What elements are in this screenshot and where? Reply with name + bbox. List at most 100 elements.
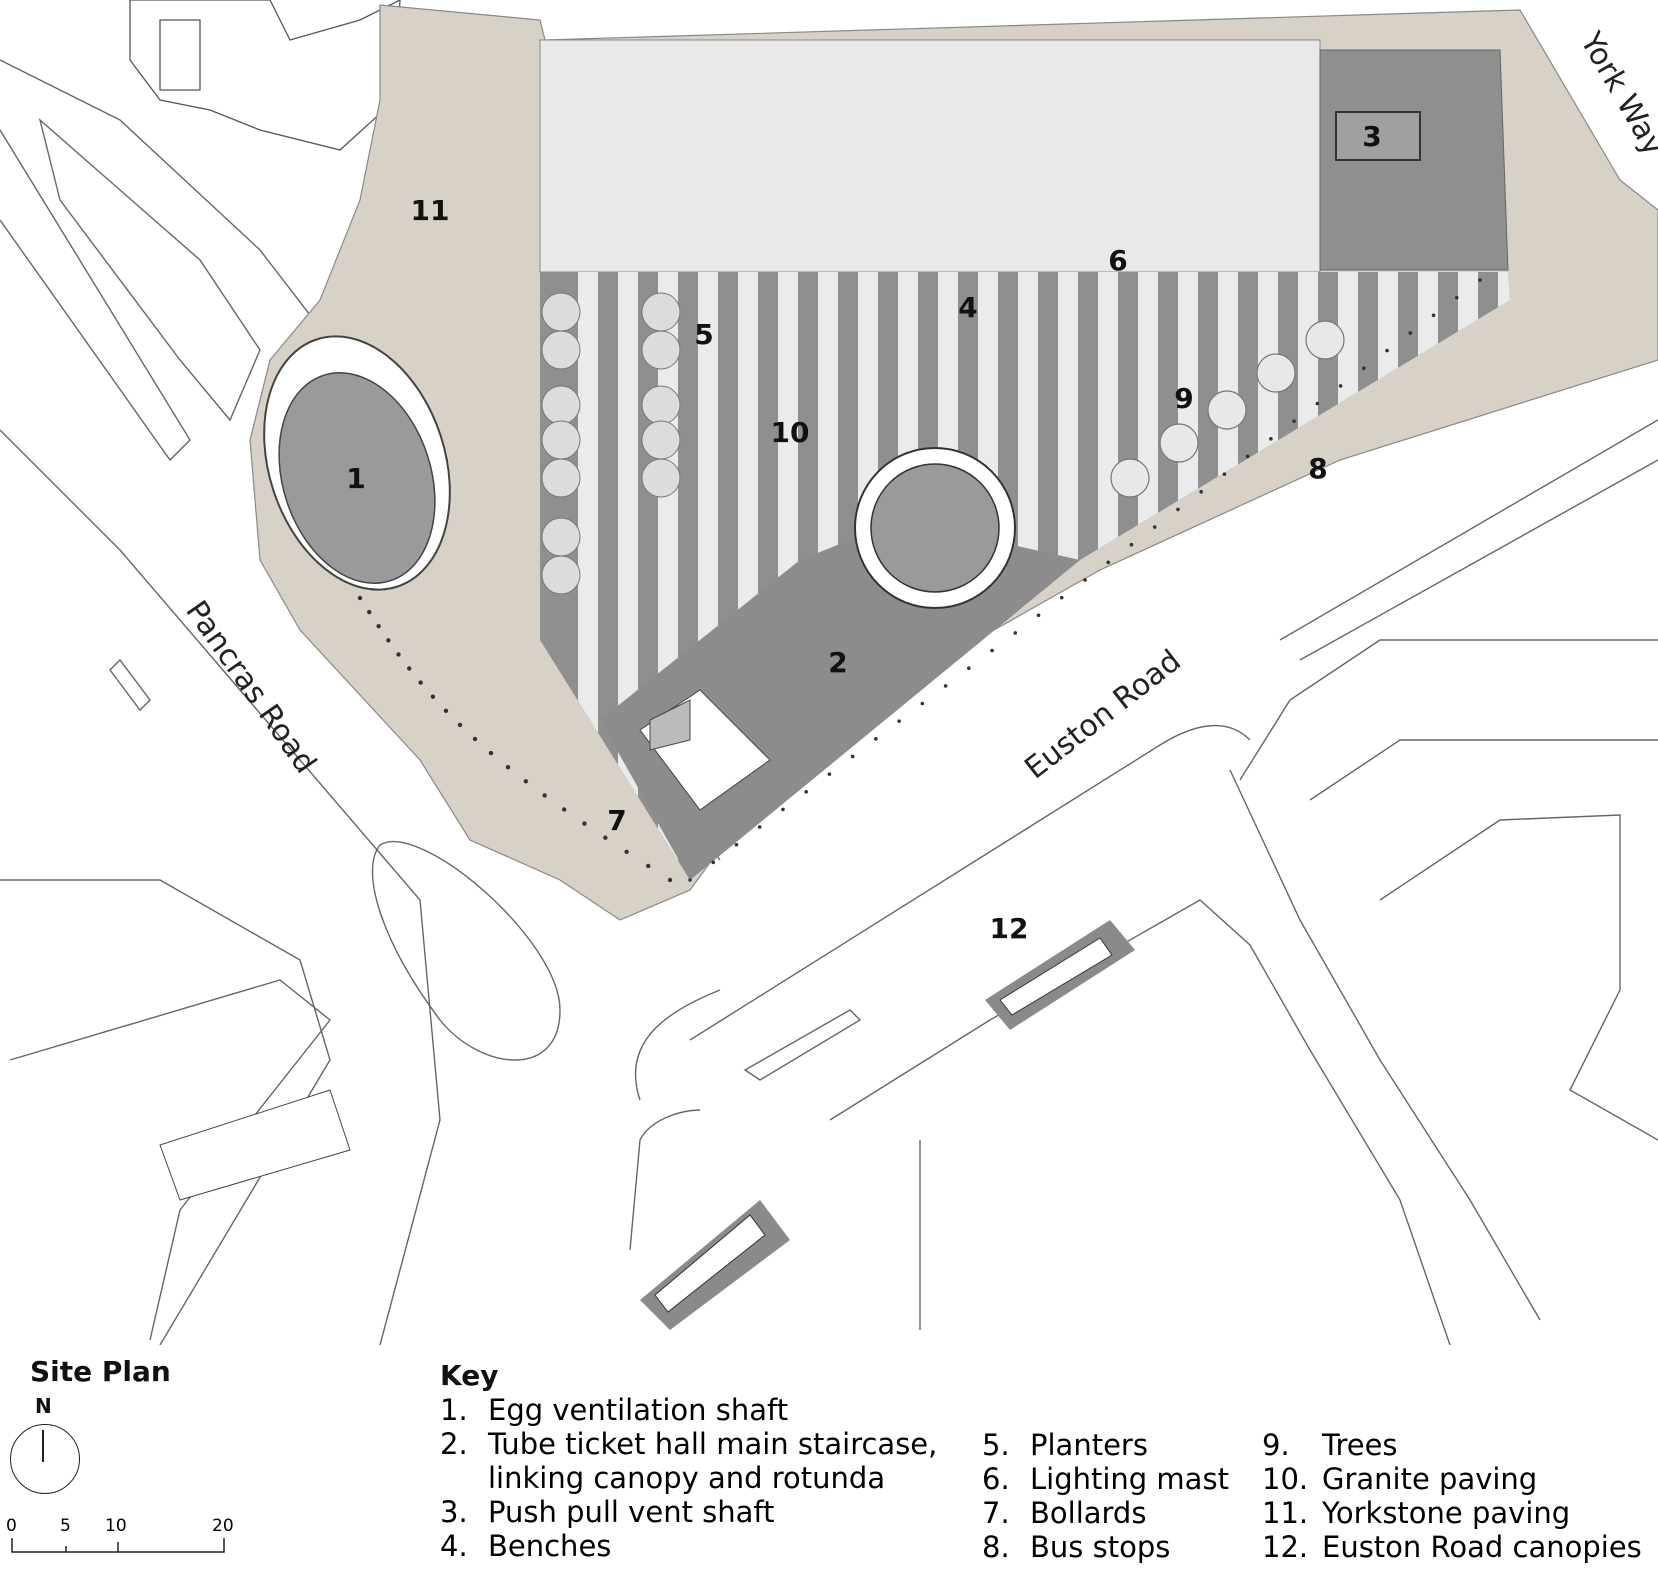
rotunda [854, 447, 1016, 609]
bollard [1362, 366, 1366, 371]
lower-canopy [640, 1200, 790, 1330]
bollard [1176, 507, 1180, 512]
bollard [1292, 419, 1296, 423]
bollard [418, 680, 423, 685]
bollard [1478, 278, 1482, 282]
planter [541, 292, 581, 332]
bollard [505, 765, 511, 770]
bollard [943, 684, 948, 688]
bollard [443, 708, 449, 713]
key-item: 5.Planters [982, 1428, 1148, 1462]
bollards [357, 278, 1482, 883]
bollard [472, 736, 478, 742]
main-staircase [639, 689, 771, 811]
euston-road-canopy [985, 920, 1135, 1030]
euston-road-label: Euston Road [1018, 643, 1187, 786]
granite-stripe [1338, 272, 1358, 880]
bollard [386, 638, 391, 643]
key-item: 3.Push pull vent shaft [440, 1495, 775, 1529]
bollard [1269, 437, 1273, 441]
bollard [407, 666, 412, 671]
key-item: 2.Tube ticket hall main staircase, [440, 1427, 938, 1461]
planter [641, 420, 681, 460]
granite-stripe [1298, 272, 1318, 880]
planter [541, 385, 581, 425]
bollard [1013, 631, 1018, 635]
planter [541, 458, 581, 498]
bollard [1106, 560, 1111, 565]
bollard [357, 595, 363, 601]
bollard [688, 878, 692, 882]
planter [641, 330, 681, 370]
planter [541, 420, 581, 460]
tree [1256, 353, 1296, 393]
granite-stripe [1218, 272, 1238, 880]
key-item: 8.Bus stops [982, 1530, 1171, 1564]
bollard [874, 737, 878, 741]
key-column-1: 1.Egg ventilation shaft 2.Tube ticket ha… [440, 1393, 937, 1563]
bollard [734, 842, 739, 847]
marker-9: 9 [1174, 382, 1193, 415]
bollard [1385, 348, 1389, 353]
key-item: 7.Bollards [982, 1496, 1147, 1530]
marker-1: 1 [346, 462, 365, 495]
scale-20: 20 [212, 1516, 234, 1536]
bollard [1338, 384, 1343, 388]
scale-bar: 0 5 10 20 [6, 1516, 234, 1553]
planter [541, 330, 581, 370]
bollard [990, 648, 994, 653]
granite-stripe [1098, 272, 1118, 880]
scale-0: 0 [6, 1516, 17, 1536]
bollard [624, 849, 629, 854]
bollard [781, 807, 785, 812]
site-plan-title: Site Plan [30, 1355, 171, 1388]
bollard [603, 835, 608, 840]
granite-stripe [1138, 272, 1158, 880]
marker-12: 12 [990, 912, 1029, 945]
bollard [1245, 454, 1250, 459]
key-item: 11.Yorkstone paving [1262, 1496, 1571, 1530]
bollard [804, 789, 808, 794]
marker-6: 6 [1108, 244, 1127, 277]
key-column-3: 9.Trees 10.Granite paving 11.Yorkstone p… [1262, 1428, 1642, 1564]
trees [1110, 320, 1345, 498]
bollard [562, 807, 567, 812]
scale-5: 5 [60, 1516, 71, 1536]
bollard [1199, 489, 1203, 494]
planter [541, 517, 581, 557]
bollard [488, 750, 494, 756]
bollard [646, 863, 651, 869]
scale-10: 10 [105, 1516, 127, 1536]
bollard [827, 772, 832, 776]
bollard [1152, 525, 1157, 529]
bollard [523, 779, 529, 784]
granite-stripe [1178, 272, 1198, 880]
marker-11: 11 [411, 194, 450, 227]
planters [541, 292, 681, 595]
site-plan-drawing: York Way Pancras Road Euston Road 123456… [0, 0, 1658, 1345]
compass-icon [10, 1424, 80, 1494]
bollard [1408, 331, 1413, 335]
key-item: 10.Granite paving [1262, 1462, 1538, 1496]
bollard [376, 624, 381, 629]
key-item: linking canopy and rotunda [488, 1461, 886, 1495]
bollard [582, 821, 587, 826]
bollard [897, 719, 901, 723]
north-label: N [35, 1394, 52, 1418]
push-pull-vent-shaft [1335, 111, 1421, 161]
planter [641, 292, 681, 332]
key-item: 6.Lighting mast [982, 1462, 1229, 1496]
key-heading: Key [440, 1359, 499, 1392]
marker-3: 3 [1362, 120, 1381, 153]
bollard [1431, 313, 1436, 318]
bollard [542, 793, 547, 798]
planter [541, 555, 581, 595]
bollard [396, 652, 401, 657]
planter [641, 458, 681, 498]
bollard [367, 609, 372, 615]
key-item: 9.Trees [1262, 1428, 1398, 1462]
bollard [1129, 542, 1134, 547]
planter [641, 385, 681, 425]
tree [1207, 390, 1247, 430]
